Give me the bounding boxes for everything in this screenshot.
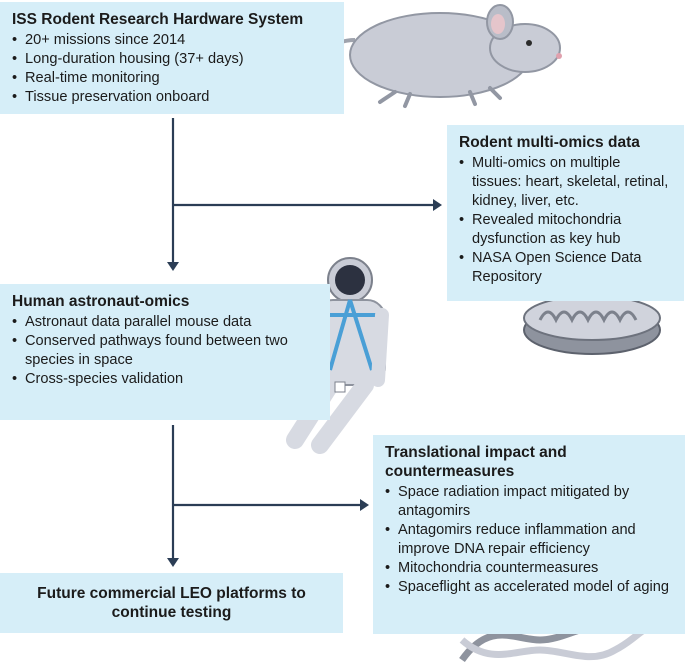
rodent-bullet: Multi-omics on multiple tissues: heart, … bbox=[459, 154, 672, 211]
mitochondrion-illustration bbox=[523, 295, 661, 355]
arrowhead-future bbox=[167, 558, 179, 567]
translational-title: Translational impact and countermeasures bbox=[385, 444, 567, 480]
human-title: Human astronaut-omics bbox=[12, 293, 190, 310]
iss-bullet: Tissue preservation onboard bbox=[12, 88, 332, 107]
arrowhead-rodent bbox=[433, 199, 442, 211]
translational-bullet: Mitochondria countermeasures bbox=[385, 559, 673, 578]
iss-hardware-box: ISS Rodent Research Hardware System 20+ … bbox=[0, 2, 344, 114]
iss-title: ISS Rodent Research Hardware System bbox=[12, 11, 304, 28]
translational-bullet-list: Space radiation impact mitigated by anta… bbox=[385, 483, 673, 597]
human-bullet-list: Astronaut data parallel mouse data Conse… bbox=[12, 313, 318, 389]
translational-bullet: Space radiation impact mitigated by anta… bbox=[385, 483, 673, 521]
rodent-bullet: Revealed mitochondria dysfunction as key… bbox=[459, 211, 672, 249]
iss-bullet: 20+ missions since 2014 bbox=[12, 31, 332, 50]
translational-box: Translational impact and countermeasures… bbox=[373, 435, 685, 634]
translational-bullet: Antagomirs reduce inflammation and impro… bbox=[385, 521, 673, 559]
arrowhead-translational bbox=[360, 499, 369, 511]
human-bullet: Conserved pathways found between two spe… bbox=[12, 332, 318, 370]
iss-bullet-list: 20+ missions since 2014 Long-duration ho… bbox=[12, 31, 332, 107]
rodent-bullet: NASA Open Science Data Repository bbox=[459, 249, 672, 287]
translational-bullet: Spaceflight as accelerated model of agin… bbox=[385, 578, 673, 597]
iss-bullet: Long-duration housing (37+ days) bbox=[12, 50, 332, 69]
human-bullet: Cross-species validation bbox=[12, 370, 318, 389]
future-leo-box: Future commercial LEO platforms to conti… bbox=[0, 573, 343, 633]
human-bullet: Astronaut data parallel mouse data bbox=[12, 313, 318, 332]
iss-bullet: Real-time monitoring bbox=[12, 69, 332, 88]
mouse-illustration bbox=[296, 4, 562, 108]
human-omics-box: Human astronaut-omics Astronaut data par… bbox=[0, 284, 330, 420]
rodent-bullet-list: Multi-omics on multiple tissues: heart, … bbox=[459, 154, 672, 287]
flow-arrows bbox=[171, 118, 433, 558]
rodent-title: Rodent multi-omics data bbox=[459, 134, 640, 151]
arrowhead-human bbox=[167, 262, 179, 271]
future-title: Future commercial LEO platforms to conti… bbox=[37, 585, 306, 621]
rodent-omics-box: Rodent multi-omics data Multi-omics on m… bbox=[447, 125, 684, 301]
